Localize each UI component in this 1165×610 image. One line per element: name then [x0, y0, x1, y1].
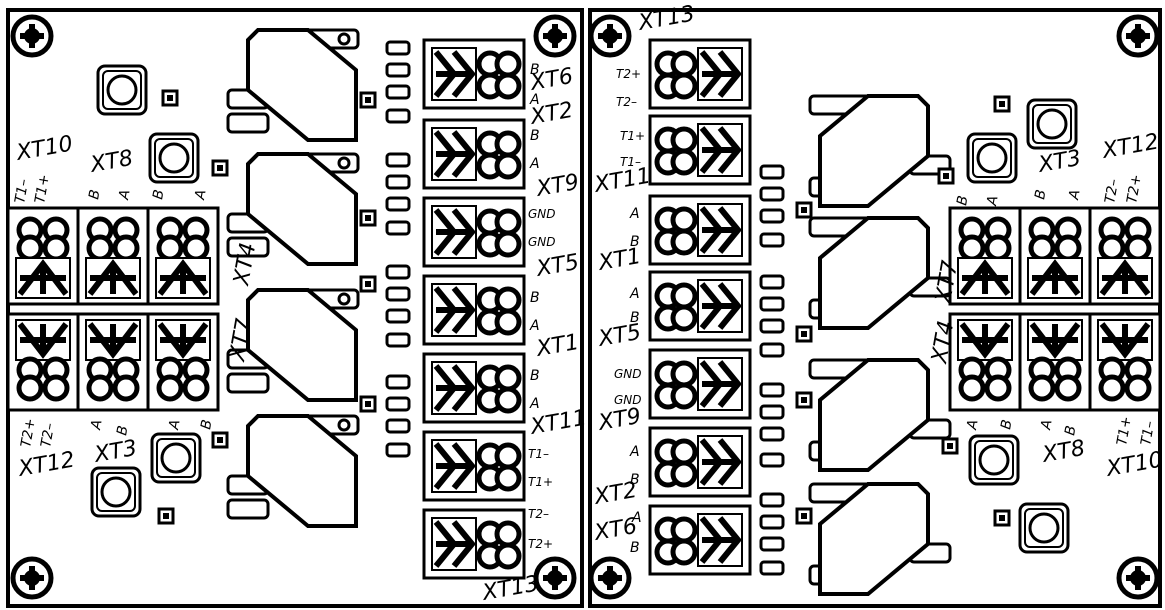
push-button-icon [150, 432, 202, 484]
pin-label: T1+ [528, 475, 553, 489]
pin-label: A [1066, 188, 1084, 201]
pin-label: GND [614, 367, 642, 381]
pin-label: B [198, 418, 215, 430]
pin-label: B [530, 368, 540, 384]
terminal-block-xt12 [8, 314, 78, 410]
pin-label: T2+ [528, 537, 553, 551]
pin-label: GND [528, 235, 556, 249]
terminal-block-xt13 [650, 40, 750, 108]
pin-label: T1+ [1114, 415, 1135, 447]
pin-label: T2– [528, 507, 549, 521]
push-button-icon [966, 132, 1018, 184]
pin-label: A [88, 418, 106, 431]
pin-label: T1+ [32, 173, 53, 205]
pin-label: B [86, 188, 103, 200]
pin-label: A [529, 396, 540, 412]
pin-label: T1– [1138, 420, 1158, 447]
pin-label: B [630, 472, 640, 488]
push-button-icon [1018, 502, 1070, 554]
mounting-hole-icon [13, 17, 51, 55]
right-board: XT13 XT11 XT1 XT5 XT9 XT2 XT6 XT3 XT12 X… [588, 1, 1165, 608]
pin-label: GND [614, 393, 642, 407]
terminal-block-xt1 [650, 196, 750, 264]
pin-label: B [630, 310, 640, 326]
pin-label: T1+ [620, 129, 645, 143]
pin-label: A [192, 188, 210, 201]
terminal-block-xt3 [78, 314, 148, 410]
push-button-icon [96, 64, 148, 116]
pin-label: B [530, 128, 540, 144]
terminal-block-xt12 [1090, 208, 1160, 304]
pin-label: A [984, 194, 1002, 207]
relay-icon [226, 28, 360, 142]
terminal-block-xt7 [148, 314, 218, 410]
push-button-icon [1026, 98, 1078, 150]
terminal-block-xt6 [424, 40, 524, 108]
pin-label: B [530, 290, 540, 306]
mounting-hole-icon [536, 17, 574, 55]
pin-label: T2+ [18, 417, 39, 449]
pin-label: T1– [528, 447, 549, 461]
mounting-hole-icon [591, 559, 629, 597]
pin-label: A [1038, 418, 1056, 431]
terminal-block-xt9 [424, 198, 524, 266]
terminal-block-xt7 [950, 208, 1020, 304]
pin-label: T2– [616, 95, 637, 109]
pin-label: A [629, 206, 640, 222]
pin-label: A [629, 444, 640, 460]
pin-label: B [998, 418, 1015, 430]
terminal-block-xt5 [424, 276, 524, 344]
mounting-hole-icon [1119, 17, 1157, 55]
pin-label: B [1062, 424, 1079, 436]
pin-label: B [1032, 188, 1049, 200]
relay-icon [226, 414, 360, 528]
pin-label: A [529, 156, 540, 172]
terminal-block-xt8 [1020, 314, 1090, 410]
terminal-block-xt1 [424, 354, 524, 422]
terminal-block-xt10 [8, 208, 78, 304]
pin-label: B [530, 62, 540, 78]
pin-label: T2+ [616, 67, 641, 81]
mounting-hole-icon [13, 559, 51, 597]
mounting-hole-icon [1119, 559, 1157, 597]
pin-label: A [116, 188, 134, 201]
pin-label: A [631, 510, 642, 526]
pin-label: A [629, 286, 640, 302]
terminal-block-xt13 [424, 510, 524, 578]
push-button-icon [90, 466, 142, 518]
push-button-icon [968, 434, 1020, 486]
pin-label: A [166, 418, 184, 431]
terminal-block-xt4 [148, 208, 218, 304]
pin-label: T1– [620, 155, 641, 169]
mounting-hole-icon [591, 17, 629, 55]
mounting-hole-icon [536, 559, 574, 597]
pin-label: GND [528, 207, 556, 221]
terminal-block-xt11 [650, 116, 750, 184]
terminal-block-xt8 [78, 208, 148, 304]
terminal-block-xt6 [650, 506, 750, 574]
terminal-block-xt5 [650, 272, 750, 340]
pin-label: T2– [1102, 178, 1122, 205]
pin-label: B [630, 234, 640, 250]
terminal-block-xt4 [950, 314, 1020, 410]
pin-label: B [954, 194, 971, 206]
pin-label: B [150, 188, 167, 200]
terminal-block-xt2 [650, 428, 750, 496]
pin-label: T2– [38, 422, 58, 449]
terminal-block-xt3 [1020, 208, 1090, 304]
push-button-icon [148, 132, 200, 184]
terminal-block-xt2 [424, 120, 524, 188]
terminal-block-xt9 [650, 350, 750, 418]
pin-label: B [114, 424, 131, 436]
pin-label: T1– [12, 178, 32, 205]
terminal-block-xt11 [424, 432, 524, 500]
pin-label: T2+ [1124, 173, 1145, 205]
pin-label: B [630, 540, 640, 556]
left-board: XT6 XT2 XT9 XT5 XT1 XT11 XT13 XT10 XT8 X… [8, 8, 589, 608]
pin-label: A [964, 418, 982, 431]
terminal-block-xt10 [1090, 314, 1160, 410]
pin-label: A [529, 318, 540, 334]
pin-label: A [529, 92, 540, 108]
